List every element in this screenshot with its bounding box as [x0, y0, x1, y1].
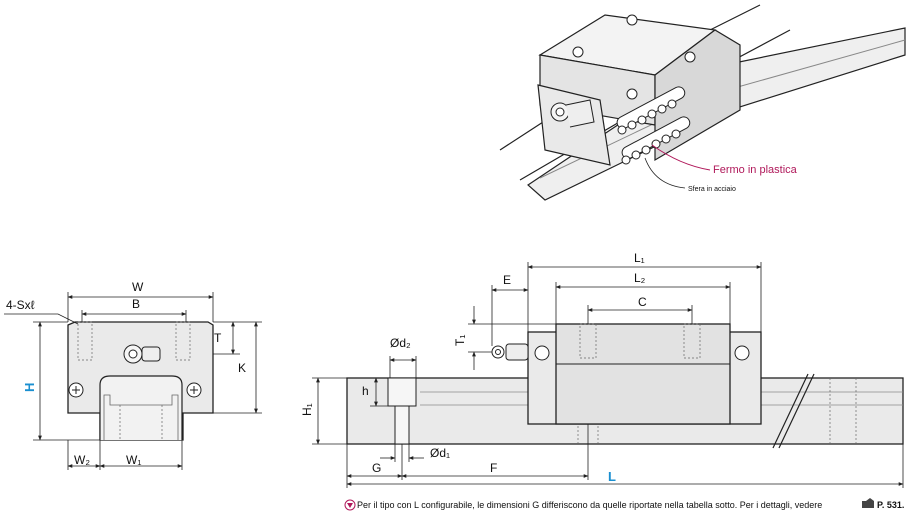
dim-B: B: [132, 297, 140, 311]
dim-F: F: [490, 461, 497, 475]
dim-W: W: [132, 280, 144, 294]
tap-label: 4-Sxℓ: [6, 298, 35, 312]
dim-H1: H₁: [300, 403, 314, 416]
footnote-page-ref[interactable]: P. 531.: [877, 500, 904, 510]
plastic-retainer-label: Fermo in plastica: [713, 164, 798, 176]
dim-L1: L₁: [634, 251, 645, 265]
dim-L: L: [608, 469, 616, 484]
dim-T: T: [214, 331, 222, 345]
dim-d2: Ød₂: [390, 336, 411, 350]
dim-W1: W₁: [126, 453, 141, 467]
page-ref-icon: [862, 498, 874, 508]
dim-C: C: [638, 295, 647, 309]
side-view: L₁ L₂ E C T₁ Ød₂ h H₁ Ød₁ G F L: [300, 251, 904, 488]
dim-K: K: [238, 361, 246, 375]
isometric-view: Fermo in plastica Sfera in acciaio: [499, 4, 906, 201]
footnote: Per il tipo con L configurabile, le dime…: [344, 498, 904, 511]
end-view: 4-Sxℓ W B T K H W₂ W₁: [4, 280, 262, 470]
steel-ball-label: Sfera in acciaio: [688, 186, 736, 193]
dim-d1: Ød₁: [430, 446, 450, 460]
dim-E: E: [503, 273, 511, 287]
footnote-text: Per il tipo con L configurabile, le dime…: [357, 500, 822, 510]
dim-G: G: [372, 461, 381, 475]
dim-H: H: [22, 383, 37, 392]
dim-T1: T₁: [453, 335, 467, 346]
dim-h: h: [362, 384, 369, 398]
dim-L2: L₂: [634, 271, 646, 285]
dim-W2: W₂: [74, 453, 90, 467]
